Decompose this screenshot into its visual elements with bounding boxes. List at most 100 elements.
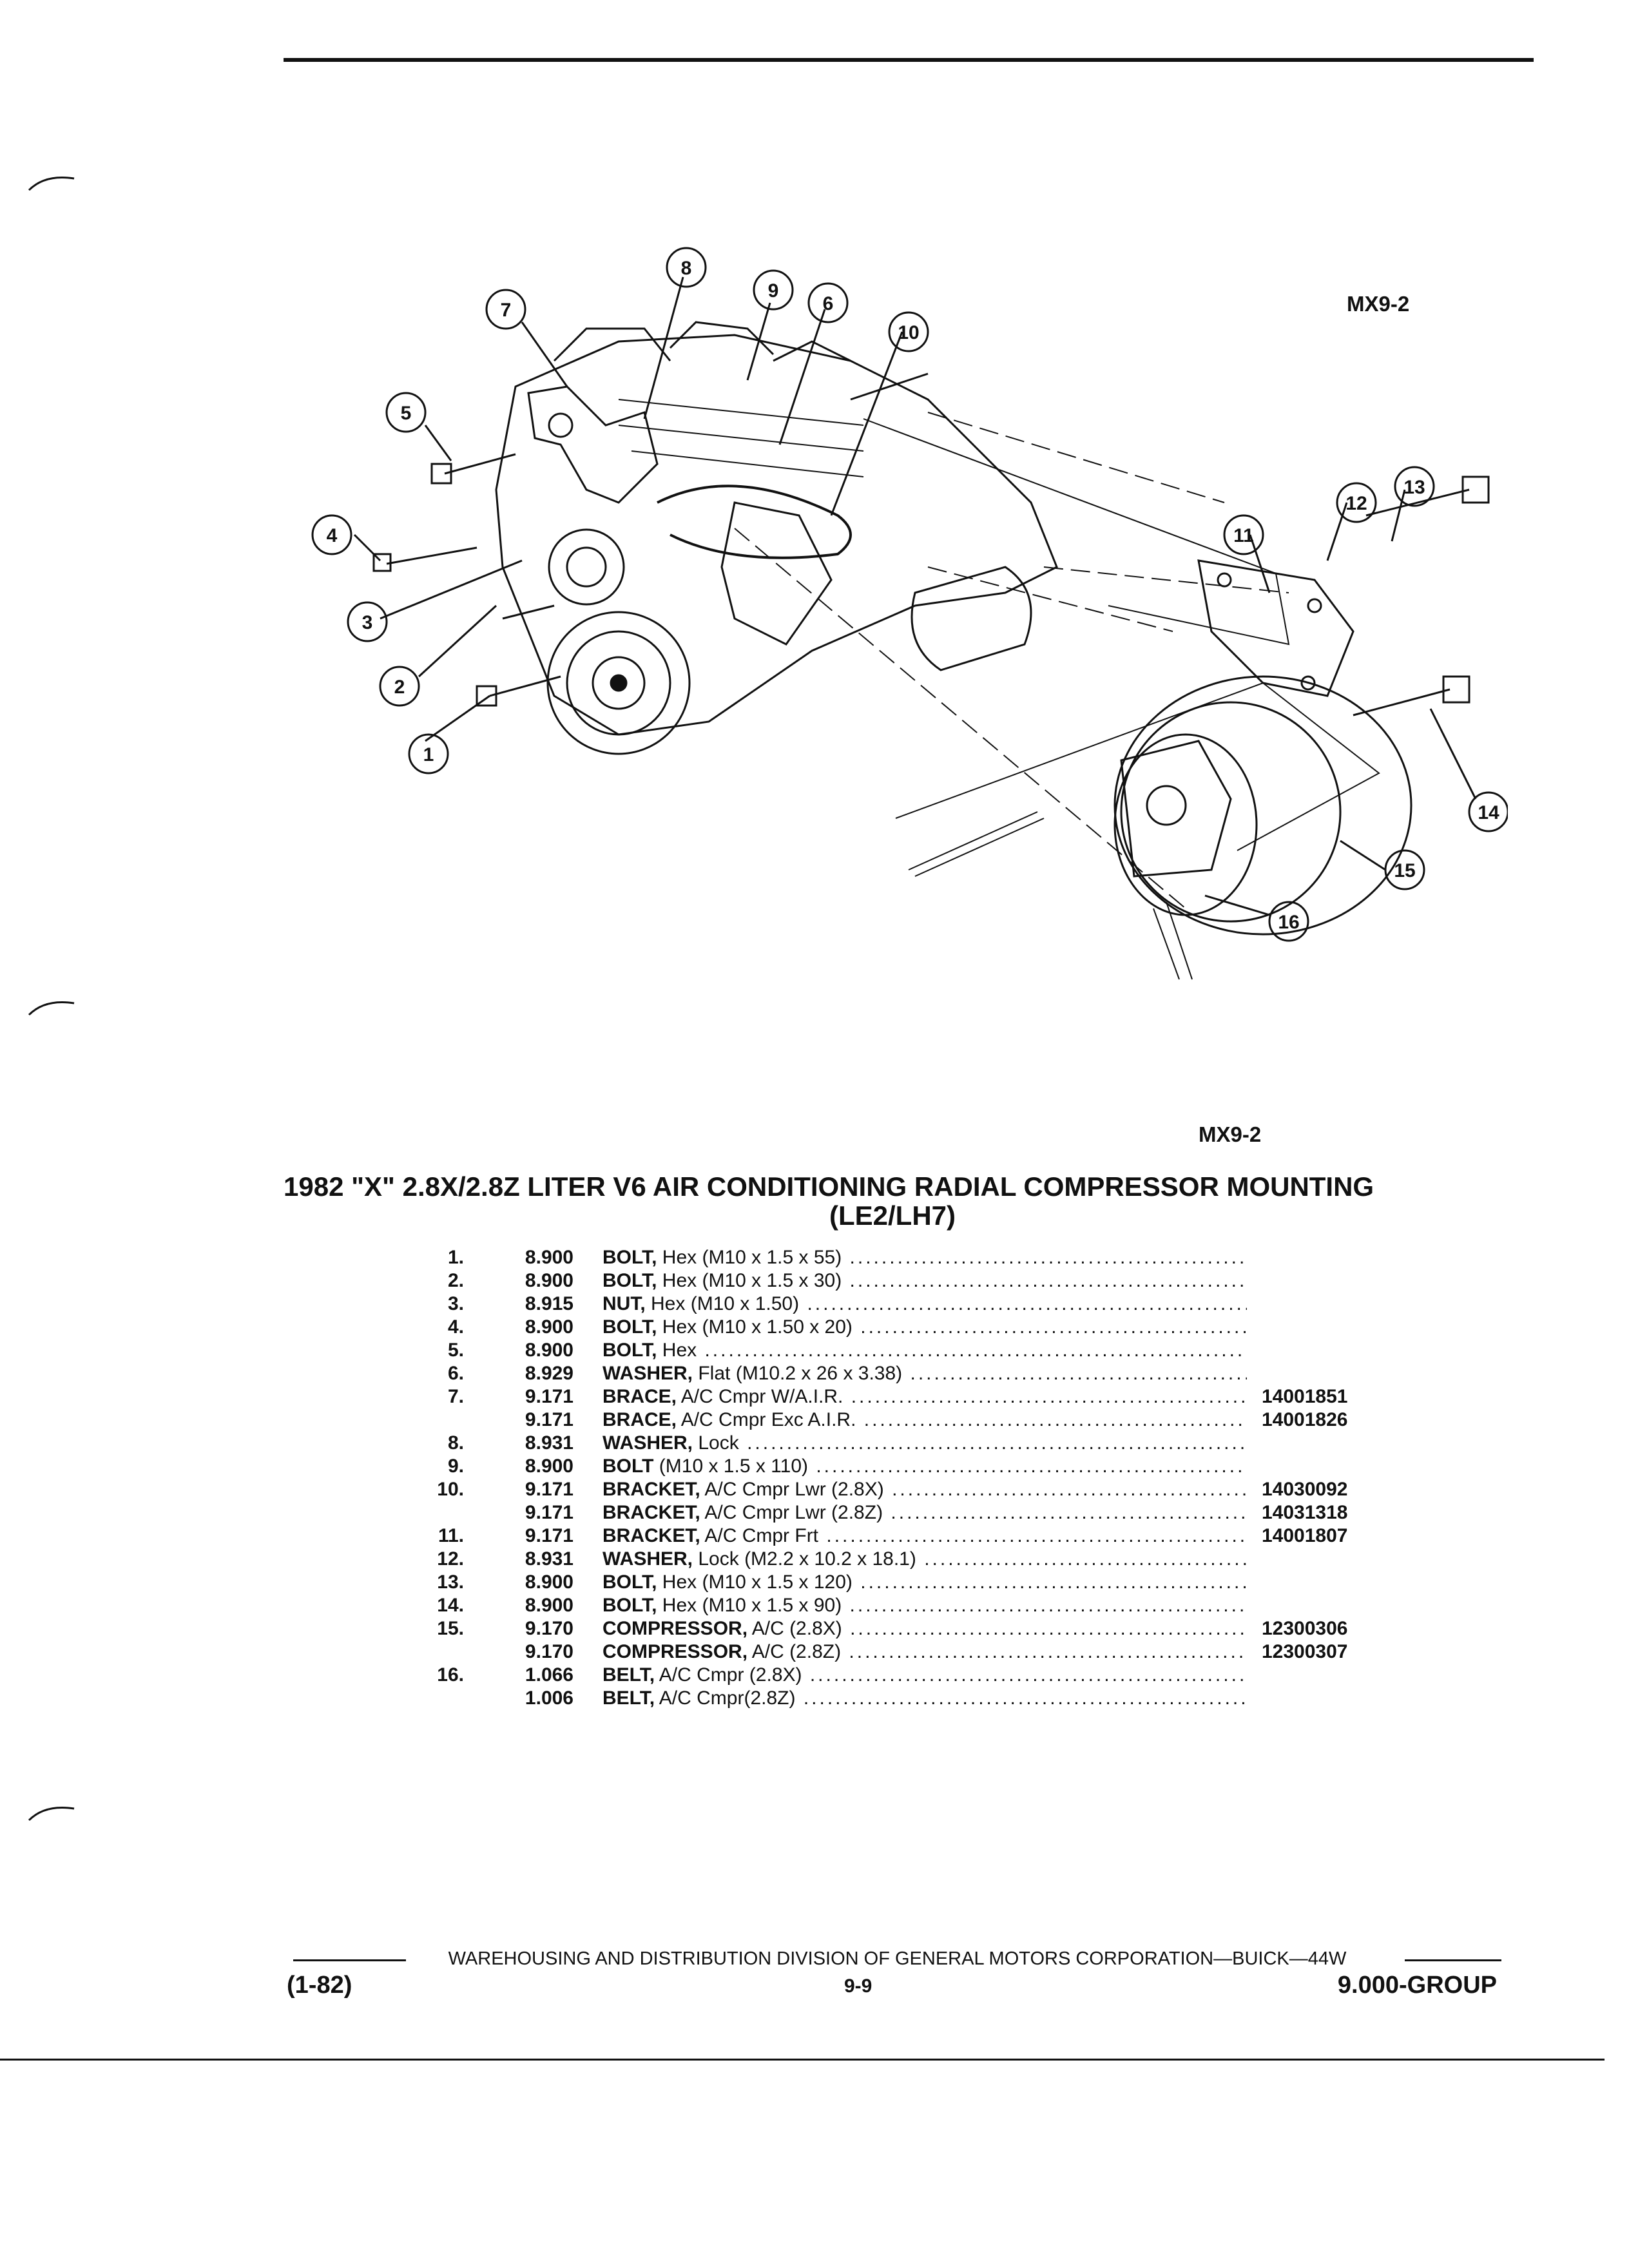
part-description: COMPRESSOR, A/C (2.8X) .................… xyxy=(602,1617,1247,1640)
bottom-rule xyxy=(0,2059,1605,2061)
group-number: 9.170 xyxy=(525,1641,574,1662)
group-number: 8.915 xyxy=(525,1293,574,1314)
group-number: 8.931 xyxy=(525,1432,574,1454)
compressor-body xyxy=(1113,675,1412,936)
part-description: WASHER, Lock (M2.2 x 10.2 x 18.1) ......… xyxy=(602,1548,1247,1571)
callout-14: 14 xyxy=(1478,802,1499,823)
part-name: BELT, xyxy=(602,1687,655,1709)
footer-group: 9.000-GROUP xyxy=(1337,1972,1497,1999)
part-detail: A/C (2.8X) xyxy=(751,1618,842,1639)
part-number: 14001826 xyxy=(1262,1409,1348,1430)
group-number: 9.171 xyxy=(525,1525,574,1546)
dot-leader: ........................................… xyxy=(849,1270,1247,1291)
dot-leader: ........................................… xyxy=(747,1432,1247,1454)
part-name: BOLT xyxy=(602,1456,654,1477)
part-name: BOLT, xyxy=(602,1595,657,1616)
part-description: BOLT, Hex (M10 x 1.5 x 55) .............… xyxy=(602,1246,1247,1269)
part-number: 12300307 xyxy=(1262,1641,1348,1662)
part-name: BRACE, xyxy=(602,1386,677,1407)
footer-date: (1-82) xyxy=(287,1972,352,1999)
footer-rule-left xyxy=(293,1959,406,1961)
part-detail: A/C Cmpr Lwr (2.8X) xyxy=(704,1479,884,1500)
part-description: BOLT (M10 x 1.5 x 110) .................… xyxy=(602,1455,1247,1478)
part-description: BOLT, Hex (M10 x 1.50 x 20) ............… xyxy=(602,1316,1247,1339)
binder-mark xyxy=(28,1806,75,1821)
binder-mark xyxy=(28,176,75,191)
group-number: 8.931 xyxy=(525,1548,574,1570)
part-detail: Lock (M2.2 x 10.2 x 18.1) xyxy=(698,1548,916,1570)
group-number: 8.900 xyxy=(525,1316,574,1338)
part-name: BRACKET, xyxy=(602,1525,700,1546)
dot-leader: ........................................… xyxy=(826,1525,1247,1546)
group-number: 8.900 xyxy=(525,1456,574,1477)
bolt-2 xyxy=(502,604,555,620)
header-rule xyxy=(284,58,1534,62)
callout-2: 2 xyxy=(394,677,405,698)
item-number: 10. xyxy=(437,1479,464,1500)
item-number: 8. xyxy=(447,1432,464,1454)
bolt-14 xyxy=(1353,675,1470,716)
dot-leader: ........................................… xyxy=(803,1687,1247,1709)
callout-8: 8 xyxy=(681,258,692,279)
dot-leader: ........................................… xyxy=(809,1664,1247,1686)
dot-leader: ........................................… xyxy=(704,1340,1247,1361)
group-number: 8.929 xyxy=(525,1363,574,1384)
part-description: BOLT, Hex (M10 x 1.5 x 30) .............… xyxy=(602,1269,1247,1293)
dot-leader: ........................................… xyxy=(891,1502,1247,1523)
dot-leader: ........................................… xyxy=(924,1548,1247,1570)
part-description: WASHER, Flat (M10.2 x 26 x 3.38) .......… xyxy=(602,1362,1247,1385)
item-number: 4. xyxy=(447,1316,464,1338)
group-number: 8.900 xyxy=(525,1247,574,1268)
ac-brace xyxy=(527,385,659,504)
part-description: WASHER, Lock ...........................… xyxy=(602,1432,1247,1455)
footer-publisher: WAREHOUSING AND DISTRIBUTION DIVISION OF… xyxy=(448,1948,1347,1969)
item-number: 2. xyxy=(447,1270,464,1291)
item-number: 3. xyxy=(447,1293,464,1314)
exploded-view-illustration: 7 8 9 6 10 5 4 3 2 1 11 12 13 14 15 16 xyxy=(311,247,1508,980)
dot-leader: ........................................… xyxy=(807,1293,1247,1314)
part-detail: A/C Cmpr Lwr (2.8Z) xyxy=(704,1502,883,1523)
part-name: BOLT, xyxy=(602,1340,657,1361)
item-number: 11. xyxy=(438,1525,464,1546)
part-detail: A/C Cmpr(2.8Z) xyxy=(659,1687,796,1709)
group-number: 1.006 xyxy=(525,1687,574,1709)
figure-code-bottom: MX9-2 xyxy=(1199,1122,1262,1146)
dot-leader: ........................................… xyxy=(849,1641,1247,1662)
part-detail: Lock xyxy=(698,1432,739,1454)
group-number: 8.900 xyxy=(525,1595,574,1616)
bolt-1 xyxy=(476,675,561,707)
part-description: BELT, A/C Cmpr (2.8X) ..................… xyxy=(602,1664,1247,1687)
callout-3: 3 xyxy=(362,612,373,633)
part-detail: Flat (M10.2 x 26 x 3.38) xyxy=(698,1363,903,1384)
part-description: BRACKET, A/C Cmpr Frt ..................… xyxy=(602,1524,1247,1548)
part-name: WASHER, xyxy=(602,1432,693,1454)
item-number: 15. xyxy=(437,1618,464,1639)
part-name: WASHER, xyxy=(602,1548,693,1570)
group-number: 8.900 xyxy=(525,1571,574,1593)
footer-rule-right xyxy=(1405,1959,1501,1961)
part-name: NUT, xyxy=(602,1293,646,1314)
part-detail: Hex (M10 x 1.5 x 30) xyxy=(662,1270,842,1291)
part-detail: A/C Cmpr Exc A.I.R. xyxy=(680,1409,856,1430)
group-number: 8.900 xyxy=(525,1340,574,1361)
part-description: BRACE, A/C Cmpr Exc A.I.R. .............… xyxy=(602,1408,1247,1432)
part-description: BOLT, Hex ..............................… xyxy=(602,1339,1247,1362)
part-detail: Hex xyxy=(662,1340,697,1361)
bolt-4 xyxy=(372,546,477,572)
item-number: 13. xyxy=(437,1571,464,1593)
part-name: BRACE, xyxy=(602,1409,677,1430)
part-name: COMPRESSOR, xyxy=(602,1618,748,1639)
callout-12: 12 xyxy=(1345,493,1367,514)
part-number: 14031318 xyxy=(1262,1502,1348,1523)
part-name: BOLT, xyxy=(602,1571,657,1593)
dot-leader: ........................................… xyxy=(849,1247,1247,1268)
part-name: BRACKET, xyxy=(602,1502,700,1523)
part-name: BELT, xyxy=(602,1664,655,1686)
item-number: 5. xyxy=(447,1340,464,1361)
dot-leader: ........................................… xyxy=(863,1409,1247,1430)
callout-10: 10 xyxy=(898,322,919,343)
dot-leader: ........................................… xyxy=(860,1571,1247,1593)
item-number: 12. xyxy=(437,1548,464,1570)
callout-15: 15 xyxy=(1394,860,1415,881)
part-detail: Hex (M10 x 1.50) xyxy=(651,1293,800,1314)
